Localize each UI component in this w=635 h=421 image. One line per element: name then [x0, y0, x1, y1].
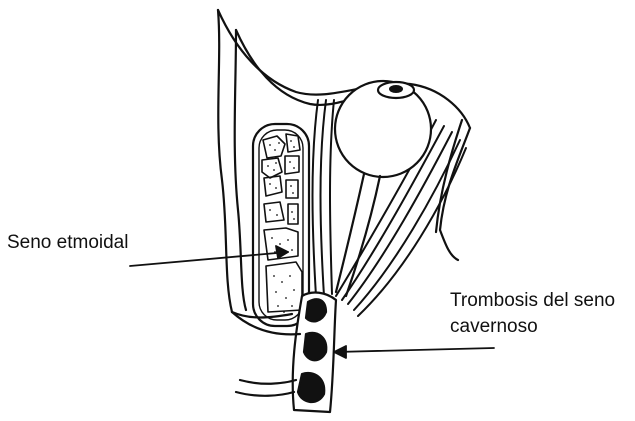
- thrombosis-label-line2: cavernoso: [450, 316, 538, 338]
- thrombosis-arrowhead: [334, 346, 346, 358]
- thrombosis-pointer-line: [336, 348, 494, 352]
- ethmoid-sinus-label: Seno etmoidal: [7, 232, 128, 254]
- orbital-wall: [218, 10, 470, 318]
- thrombosis-label-line1: Trombosis del seno: [450, 290, 615, 312]
- cavernous-sinus: [293, 293, 336, 412]
- eyeball: [335, 81, 431, 296]
- ethmoid-pointer-line: [130, 252, 288, 266]
- ethmoid-sinus: [253, 124, 309, 326]
- ethmoid-arrowhead: [276, 246, 288, 258]
